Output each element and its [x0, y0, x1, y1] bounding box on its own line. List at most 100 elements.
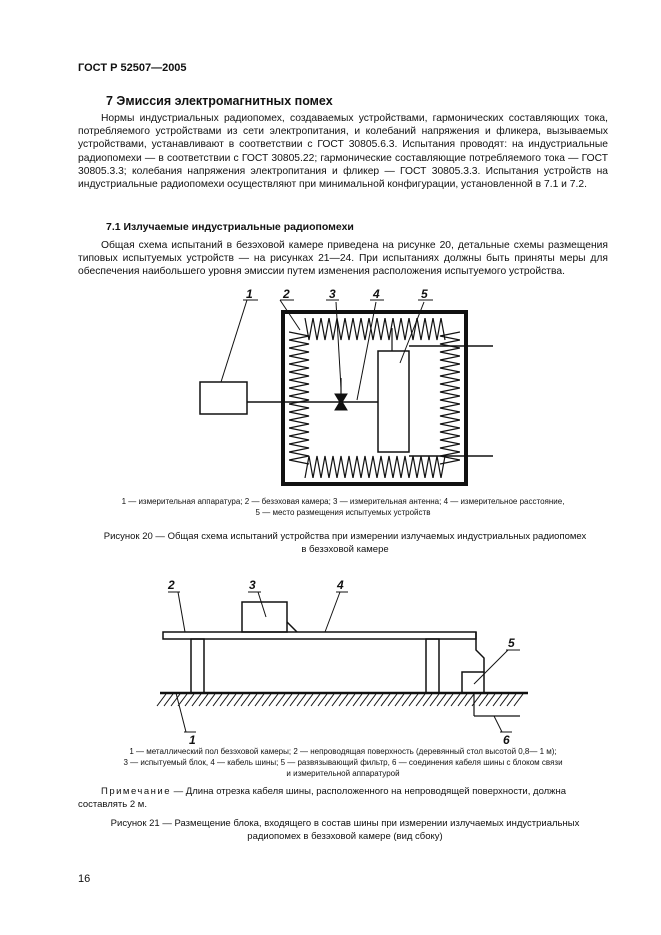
fig21-label-5: 5 — [508, 636, 515, 650]
section-7-title: 7 Эмиссия электромагнитных помех — [106, 94, 333, 108]
floor-hatch-line — [324, 693, 335, 707]
absorber-left — [289, 331, 310, 465]
figure-21-legend-line-3: и измерительной аппаратурой — [286, 769, 400, 778]
floor-hatch-line — [317, 693, 328, 707]
floor-hatch-line — [415, 693, 426, 707]
floor-hatch-line — [233, 693, 244, 707]
floor-hatch-line — [380, 693, 391, 707]
metal-floor-hatching — [156, 693, 524, 707]
floor-hatch-line — [247, 693, 258, 707]
floor-hatch-line — [506, 693, 517, 707]
fig20-label-5: 5 — [421, 287, 428, 301]
floor-hatch-line — [205, 693, 216, 707]
leader-21-1 — [175, 692, 187, 733]
figure-21-diagram — [156, 591, 528, 733]
leader-4 — [356, 301, 377, 401]
figure-21-note: Примечание — Длина отрезка кабеля шины, … — [78, 786, 608, 811]
figure-21-title: Рисунок 21 — Размещение блока, входящего… — [110, 818, 580, 842]
floor-hatch-line — [513, 693, 524, 707]
section-7-1-paragraph: Общая схема испытаний в безэховой камере… — [78, 239, 608, 279]
floor-hatch-line — [191, 693, 202, 707]
floor-hatch-line — [408, 693, 419, 707]
floor-hatch-line — [282, 693, 293, 707]
floor-hatch-line — [422, 693, 433, 707]
floor-hatch-line — [373, 693, 384, 707]
floor-hatch-line — [275, 693, 286, 707]
figure-20-legend: 1 — измерительная аппаратура; 2 — безэхо… — [78, 496, 608, 518]
floor-hatch-line — [310, 693, 321, 707]
section-7-1-text: Общая схема испытаний в безэховой камере… — [78, 240, 608, 278]
floor-hatch-line — [170, 693, 181, 707]
antenna-icon — [334, 393, 348, 411]
floor-hatch-line — [478, 693, 489, 707]
floor-hatch-line — [359, 693, 370, 707]
floor-hatch-line — [485, 693, 496, 707]
figure-21-legend: 1 — металлический пол безэховой камеры; … — [78, 746, 608, 779]
floor-hatch-line — [184, 693, 195, 707]
fig21-label-2: 2 — [167, 578, 175, 592]
section-7-text: Нормы индустриальных радиопомех, создава… — [78, 113, 608, 191]
leader-21-3 — [257, 591, 267, 618]
measuring-equipment-box — [199, 381, 248, 415]
floor-hatch-line — [268, 693, 279, 707]
anechoic-chamber-wall — [281, 310, 468, 486]
figure-21-legend-line-2: 3 — испытуемый блок, 4 — кабель шины; 5 … — [123, 758, 563, 767]
page-number: 16 — [78, 873, 91, 885]
absorber-right — [439, 331, 460, 465]
decoupling-filter-box — [461, 671, 485, 694]
floor-hatch-line — [163, 693, 174, 707]
floor-hatch-line — [436, 693, 447, 707]
leader-1 — [220, 299, 248, 383]
floor-hatch-line — [303, 693, 314, 707]
floor-hatch-line — [289, 693, 300, 707]
device-placement-box — [377, 350, 410, 453]
absorber-top — [304, 318, 446, 341]
bus-cable-start — [286, 621, 298, 633]
floor-hatch-line — [492, 693, 503, 707]
floor-hatch-line — [212, 693, 223, 707]
fig20-label-2: 2 — [282, 287, 290, 301]
floor-hatch-line — [177, 693, 188, 707]
floor-hatch-line — [198, 693, 209, 707]
floor-hatch-line — [464, 693, 475, 707]
floor-hatch-line — [429, 693, 440, 707]
floor-hatch-line — [254, 693, 265, 707]
floor-hatch-line — [499, 693, 510, 707]
leader-21-2 — [177, 591, 186, 633]
figure-20-diagram — [199, 299, 493, 486]
floor-hatch-line — [261, 693, 272, 707]
floor-hatch-line — [240, 693, 251, 707]
leader-3 — [335, 301, 342, 389]
floor-hatch-line — [366, 693, 377, 707]
note-text: — Длина отрезка кабеля шины, расположенн… — [78, 786, 567, 810]
floor-hatch-line — [156, 693, 167, 707]
floor-hatch-line — [226, 693, 237, 707]
fig21-label-1: 1 — [189, 733, 196, 747]
leader-5 — [399, 301, 425, 364]
table-leg-left — [190, 638, 205, 694]
floor-hatch-line — [219, 693, 230, 707]
table-leg-right — [425, 638, 440, 694]
floor-hatch-line — [331, 693, 342, 707]
fig20-label-1: 1 — [246, 287, 253, 301]
absorber-bottom — [304, 455, 446, 478]
figure-21-legend-line-1: 1 — металлический пол безэховой камеры; … — [129, 747, 557, 756]
leader-2 — [279, 299, 301, 331]
fig20-label-4: 4 — [372, 287, 380, 301]
non-conducting-table-top — [162, 631, 477, 640]
section-7-paragraph: Нормы индустриальных радиопомех, создава… — [78, 112, 608, 191]
figure-20-legend-line-2: 5 — место размещения испытуемых устройст… — [255, 508, 431, 517]
section-7-1-title: 7.1 Излучаемые индустриальные радиопомех… — [106, 221, 354, 233]
document-header: ГОСТ Р 52507—2005 — [78, 62, 187, 74]
floor-hatch-line — [387, 693, 398, 707]
floor-hatch-line — [394, 693, 405, 707]
floor-hatch-line — [443, 693, 454, 707]
fig21-label-6: 6 — [503, 733, 510, 747]
floor-hatch-line — [345, 693, 356, 707]
leader-21-4 — [324, 591, 341, 633]
floor-hatch-line — [352, 693, 363, 707]
unit-under-test-box — [241, 601, 288, 633]
fig21-label-4: 4 — [336, 578, 344, 592]
fig21-label-3: 3 — [249, 578, 256, 592]
floor-hatch-line — [450, 693, 461, 707]
